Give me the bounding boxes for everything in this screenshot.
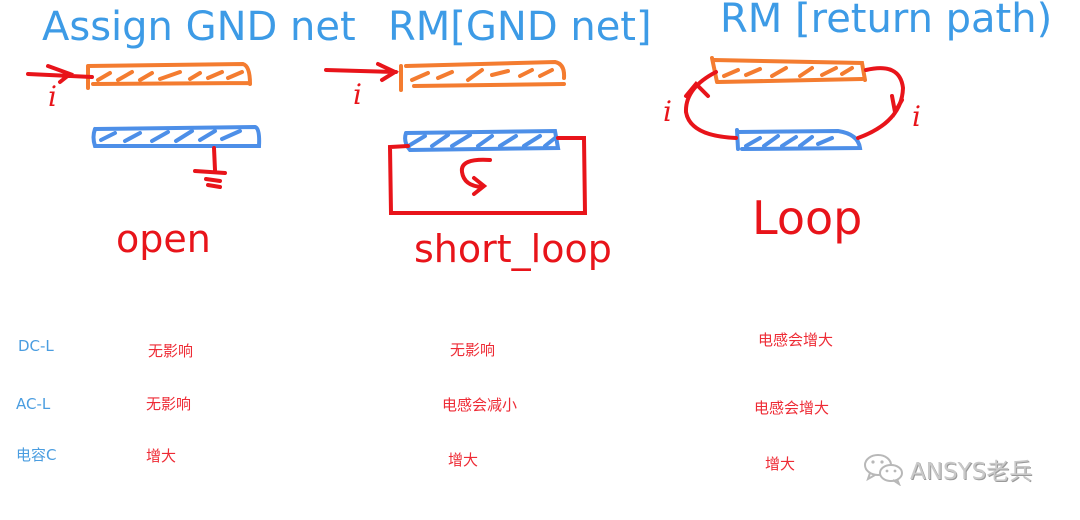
diagram-caption: Loop [752, 191, 862, 245]
current-label: i [353, 78, 362, 111]
table-cell: 无影响 [148, 342, 194, 360]
table-cell: 增大 [765, 455, 796, 473]
signal-trace [86, 61, 252, 90]
table-cell: 增大 [448, 451, 479, 469]
ground-plane [91, 124, 262, 148]
current-label: i [48, 80, 57, 113]
diagram-rm-gnd-net: RM[GND net] i short_loop [324, 4, 652, 271]
diagram-title: Assign GND net [42, 4, 356, 50]
ground-plane [403, 128, 561, 153]
row-label: 电容C [16, 446, 57, 464]
loop-direction-arrow-icon [459, 157, 492, 196]
return-loop-path [683, 66, 906, 140]
diagram-caption: short_loop [414, 227, 612, 271]
diagram-caption: open [116, 217, 211, 261]
table-cell: 无影响 [146, 395, 192, 413]
ground-plane [735, 128, 863, 151]
current-label-right: i [912, 100, 921, 133]
diagram-title: RM[GND net] [388, 4, 652, 50]
table-cell: 电感会增大 [754, 399, 830, 417]
ground-symbol-icon [193, 146, 227, 189]
signal-trace [399, 59, 567, 92]
short-loop-path [387, 136, 588, 215]
signal-trace [710, 56, 867, 84]
row-label: DC-L [18, 337, 54, 355]
row-label: AC-L [16, 395, 51, 413]
current-arrow-icon [26, 64, 94, 84]
table-cell: 电感会增大 [758, 331, 834, 349]
watermark: ANSYS老兵 [862, 452, 1032, 486]
current-label-left: i [663, 95, 672, 128]
current-arrow-icon [324, 62, 400, 82]
diagram-title: RM [return path) [720, 0, 1052, 42]
table-cell: 无影响 [450, 341, 496, 359]
watermark-text: ANSYS老兵 [910, 459, 1033, 485]
diagram-rm-return-path: RM [return path) i i Loop [663, 0, 1052, 245]
table-cell: 增大 [146, 447, 177, 465]
wechat-icon [864, 454, 903, 486]
table-cell: 电感会减小 [442, 396, 518, 414]
diagram-assign-gnd-net: Assign GND net i open [26, 4, 356, 261]
